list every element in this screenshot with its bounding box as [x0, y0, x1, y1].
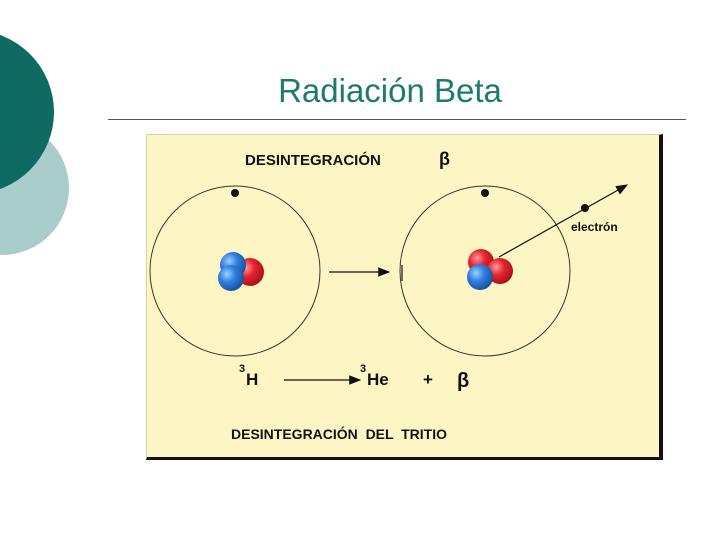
figure-caption: DESINTEGRACIÓN DEL TRITIO: [231, 425, 447, 442]
tritium-atom: [149, 185, 321, 357]
reactant-symbol: H: [246, 370, 258, 389]
product-symbol: He: [367, 370, 389, 389]
beta-decay-diagram: DESINTEGRACIÓN β electrón: [149, 149, 629, 442]
orbit-left: [149, 185, 321, 357]
beta-decay-figure: DESINTEGRACIÓN β electrón: [146, 134, 663, 460]
emitted-electron: [581, 204, 589, 212]
slide-title: Radiación Beta: [278, 72, 502, 109]
electron-label: electrón: [571, 220, 618, 234]
title-divider: [108, 119, 686, 120]
neutron: [467, 264, 493, 290]
equation-plus: +: [423, 370, 433, 389]
product-mass-number: 3: [360, 363, 366, 375]
decorative-circle-dark: [0, 34, 54, 190]
proton: [487, 258, 513, 284]
nucleus-right: [467, 249, 513, 290]
electron-right: [481, 189, 489, 197]
electron-path-arrow: [498, 184, 629, 258]
figure-heading: DESINTEGRACIÓN: [245, 151, 381, 169]
reactant-mass-number: 3: [239, 363, 245, 375]
decorative-circles: [0, 34, 69, 255]
figure-heading-beta: β: [439, 149, 450, 169]
helium-atom: electrón: [399, 184, 629, 357]
orbit-right: [399, 185, 571, 357]
decay-equation: 3 H 3 He + β: [239, 363, 469, 392]
electron-left: [231, 189, 239, 197]
emitted-particle: β: [457, 370, 469, 392]
neutron: [218, 265, 244, 291]
nucleus-left: [218, 252, 264, 291]
